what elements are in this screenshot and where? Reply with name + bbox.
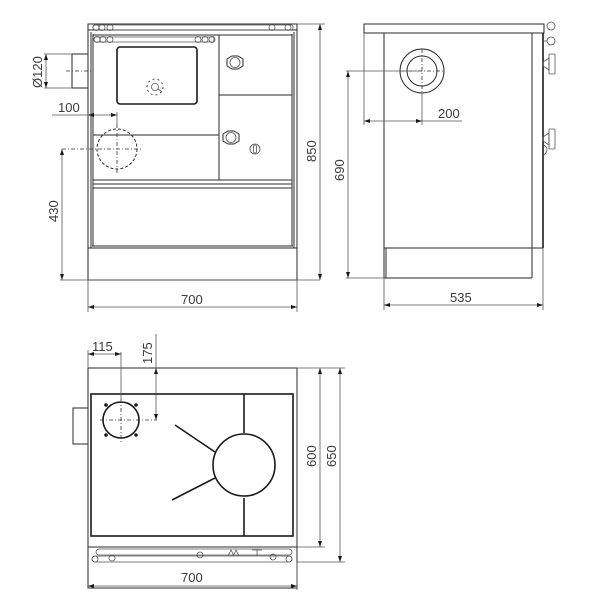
dim-flue-height-side: 690 <box>332 159 347 181</box>
dim-total-depth: 650 <box>324 445 339 467</box>
hex-knob-bottom <box>222 130 240 145</box>
front-view: Ø120 100 430 850 700 <box>30 23 325 312</box>
dim-depth: 535 <box>450 290 472 305</box>
side-view: 200 690 535 <box>332 21 556 310</box>
draft-regulator-icon <box>249 143 261 155</box>
hex-knob-top <box>226 55 244 70</box>
dim-width-front: 700 <box>181 292 203 307</box>
dim-flue-offset-front: 200 <box>438 106 460 121</box>
dim-width-top: 700 <box>181 570 203 585</box>
thermometer-icon <box>146 78 164 96</box>
dim-flue-offset-back: 175 <box>140 342 155 364</box>
dim-flue-diameter: Ø120 <box>30 56 45 88</box>
dim-flue-height: 430 <box>46 200 61 222</box>
dim-flue-offset-side: 100 <box>58 100 80 115</box>
dim-total-height: 850 <box>304 140 319 162</box>
top-view: 115 175 600 650 700 <box>72 334 345 590</box>
dim-top-depth: 600 <box>304 445 319 467</box>
dim-flue-offset-side-top: 115 <box>92 339 113 354</box>
